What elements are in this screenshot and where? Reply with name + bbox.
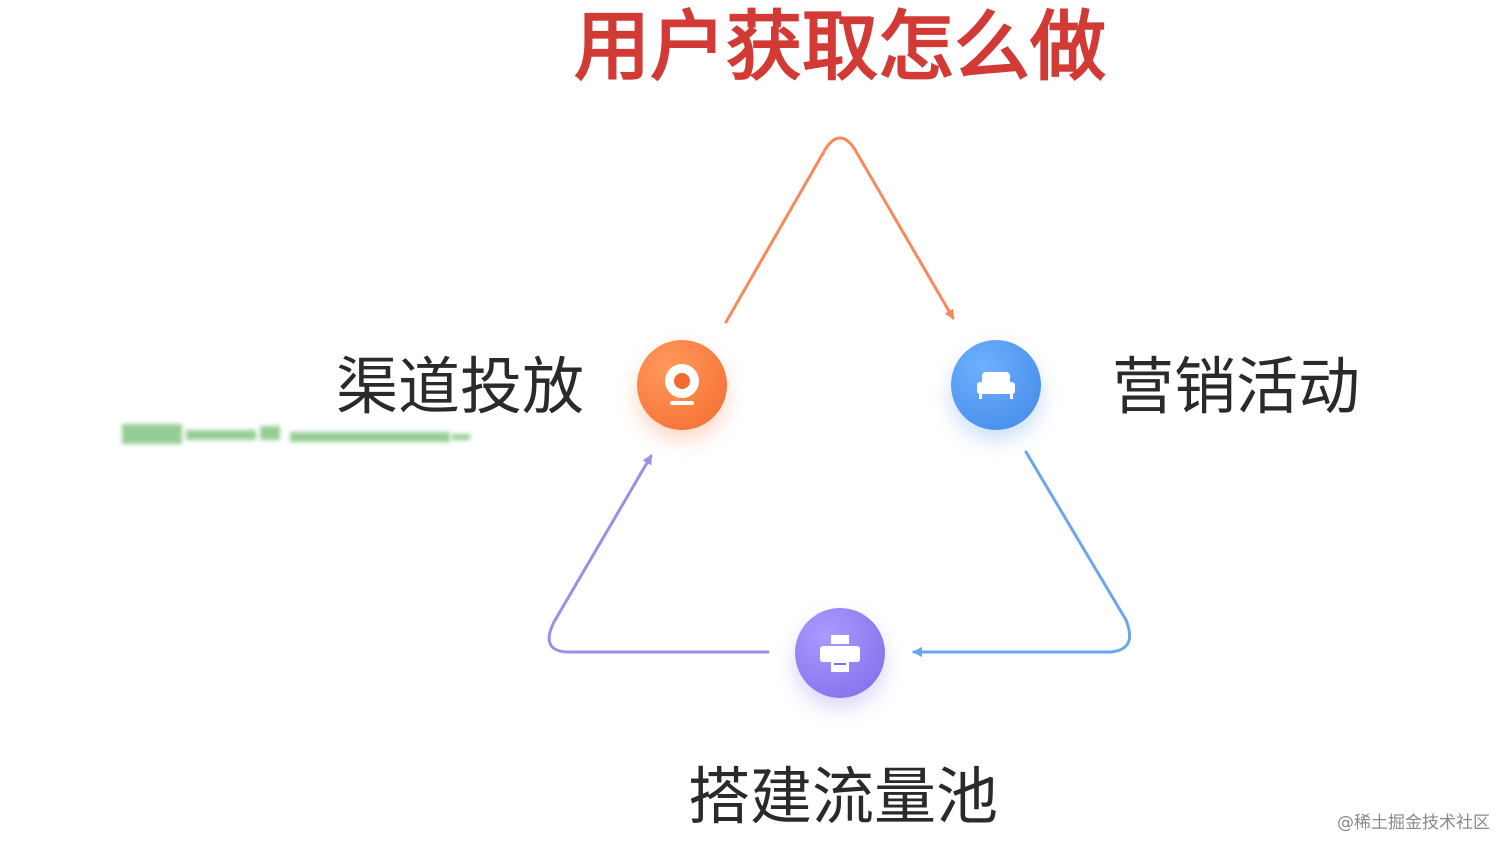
sofa-icon (977, 372, 1015, 399)
blurred-text (122, 420, 470, 450)
label-marketing-campaign: 营销活动 (1112, 350, 1361, 423)
marketing-campaign-node (951, 340, 1041, 430)
label-traffic-pool: 搭建流量池 (688, 760, 999, 833)
webcam-icon (665, 364, 699, 405)
printer-icon (820, 635, 860, 672)
watermark: @稀土掘金技术社区 (1337, 813, 1490, 833)
connector-right (912, 450, 1131, 657)
channel-delivery-node (637, 340, 727, 430)
label-channel-delivery: 渠道投放 (336, 350, 585, 423)
page-title: 用户获取怎么做 (574, 2, 1106, 91)
traffic-pool-node (795, 608, 885, 698)
connector-left (547, 454, 770, 654)
connector-top (724, 136, 955, 324)
